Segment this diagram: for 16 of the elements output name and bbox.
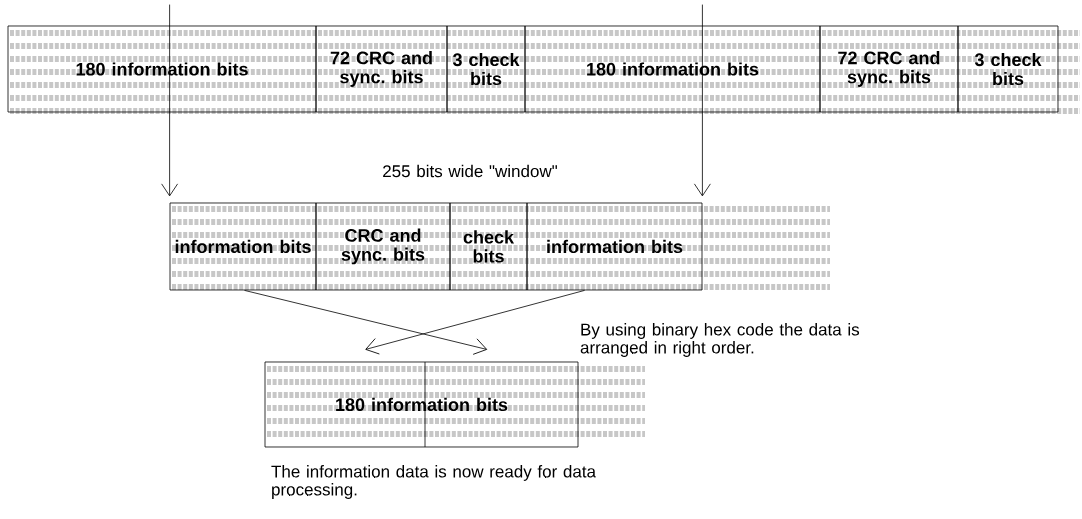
arrow [694, 4, 711, 197]
arrow [365, 290, 585, 355]
bit-field-box: information bits [526, 202, 703, 291]
bit-field-box: 72 CRC and sync. bits [315, 25, 448, 113]
arrow [244, 290, 488, 355]
note-text: The information data is now ready for data processing. [271, 465, 596, 499]
bit-field-box: 3 check bits [957, 25, 1059, 113]
note-text: 255 bits wide "window" [383, 164, 557, 178]
arrow [161, 4, 178, 197]
bit-field-box: 3 check bits [446, 25, 526, 113]
bit-field-box: CRC and sync. bits [315, 202, 451, 291]
bit-field-box: 72 CRC and sync. bits [819, 25, 959, 113]
bit-field-box: 180 information bits [264, 361, 579, 448]
note-text: By using binary hex code the data is arranged in right order. [580, 323, 860, 357]
bit-field-box: check bits [449, 202, 528, 291]
bit-field-box: information bits [169, 202, 317, 291]
